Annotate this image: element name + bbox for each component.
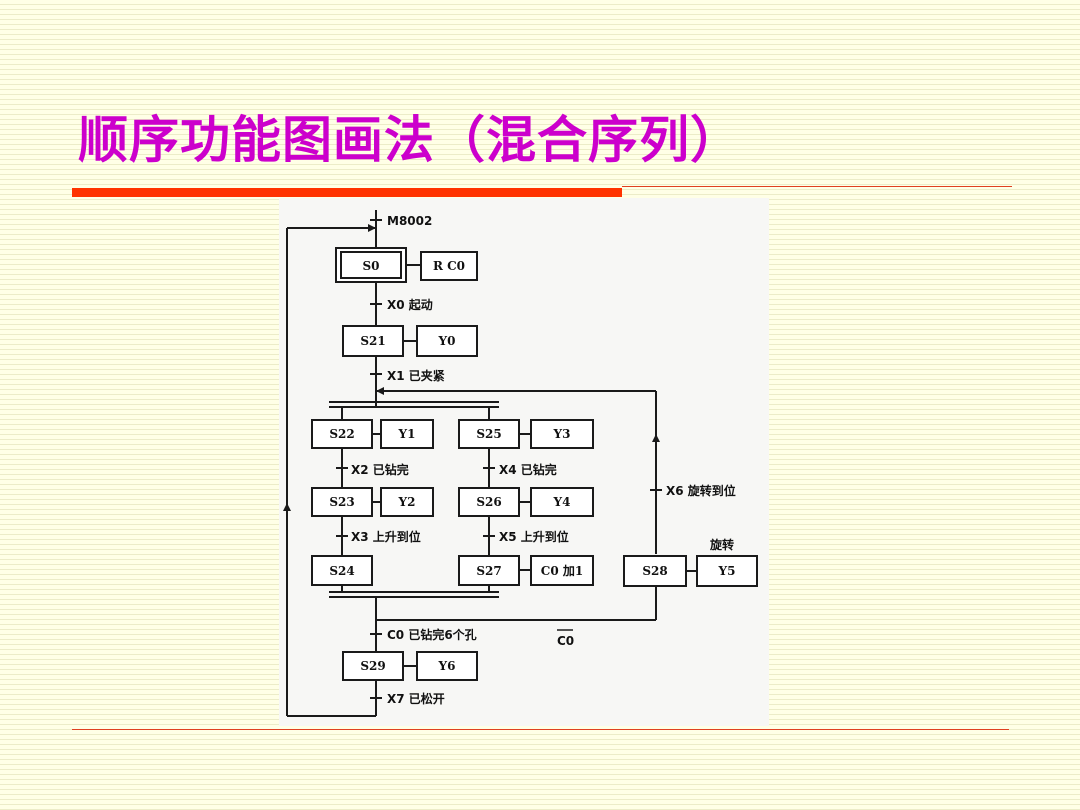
action-s27: C0 加1 — [530, 555, 594, 586]
step-s0: S0 — [335, 247, 407, 283]
arrow-icon — [652, 434, 660, 442]
arrow-icon — [368, 224, 376, 232]
action-s29: Y6 — [416, 651, 478, 681]
action-label: Y0 — [438, 334, 456, 348]
action-s0: R C0 — [420, 251, 478, 281]
transition-label-c0-not: C0 — [557, 634, 574, 648]
step-s29: S29 — [342, 651, 404, 681]
sfc-diagram: S0 R C0 S21 Y0 S22 Y1 — [283, 210, 758, 717]
step-s21: S21 — [342, 325, 404, 357]
step-label: S23 — [329, 495, 354, 509]
transition-label-x5: X5 上升到位 — [499, 529, 569, 544]
step-s22: S22 — [311, 419, 373, 449]
footer-rule-line — [72, 729, 1009, 730]
step-label: S28 — [642, 564, 667, 578]
arrow-icon — [376, 387, 384, 395]
step-label: S24 — [329, 564, 354, 578]
action-label: Y1 — [398, 427, 416, 441]
action-label: Y6 — [438, 659, 456, 673]
action-s26: Y4 — [530, 487, 594, 517]
step-label: S29 — [360, 659, 385, 673]
step-s26: S26 — [458, 487, 520, 517]
transition-label-init: M8002 — [387, 214, 432, 228]
transition-label-x4: X4 已钻完 — [499, 462, 557, 477]
action-label: R C0 — [433, 259, 465, 273]
annotation-rotate: 旋转 — [709, 537, 734, 552]
action-s25: Y3 — [530, 419, 594, 449]
step-s27: S27 — [458, 555, 520, 586]
transition-label-x2: X2 已钻完 — [351, 462, 409, 477]
step-label: S21 — [360, 334, 385, 348]
slide-title: 顺序功能图画法（混合序列） — [78, 111, 741, 169]
step-label: S27 — [476, 564, 501, 578]
action-label: Y5 — [718, 564, 736, 578]
action-label: C0 加1 — [541, 563, 583, 578]
transition-label-x0: X0 起动 — [387, 297, 433, 312]
step-label: S25 — [476, 427, 501, 441]
action-s28: Y5 — [696, 555, 758, 587]
step-label: S26 — [476, 495, 501, 509]
action-s23: Y2 — [380, 487, 434, 517]
action-label: Y4 — [553, 495, 571, 509]
step-label: S22 — [329, 427, 354, 441]
transition-label-x7: X7 已松开 — [387, 691, 445, 706]
step-label: S0 — [362, 259, 379, 273]
action-label: Y3 — [553, 427, 571, 441]
arrow-icon — [283, 503, 291, 511]
step-s28: S28 — [623, 555, 687, 587]
transition-label-x1: X1 已夹紧 — [387, 368, 445, 383]
action-s21: Y0 — [416, 325, 478, 357]
title-accent-bar — [72, 188, 622, 197]
step-s25: S25 — [458, 419, 520, 449]
step-s23: S23 — [311, 487, 373, 517]
transition-label-x3: X3 上升到位 — [351, 529, 421, 544]
transition-label-x6: X6 旋转到位 — [666, 483, 736, 498]
sfc-diagram-panel: S0 R C0 S21 Y0 S22 Y1 — [279, 198, 769, 726]
action-label: Y2 — [398, 495, 416, 509]
transition-label-c0: C0 已钻完6个孔 — [387, 627, 477, 642]
action-s22: Y1 — [380, 419, 434, 449]
step-s24: S24 — [311, 555, 373, 586]
title-rule-line — [622, 186, 1012, 187]
